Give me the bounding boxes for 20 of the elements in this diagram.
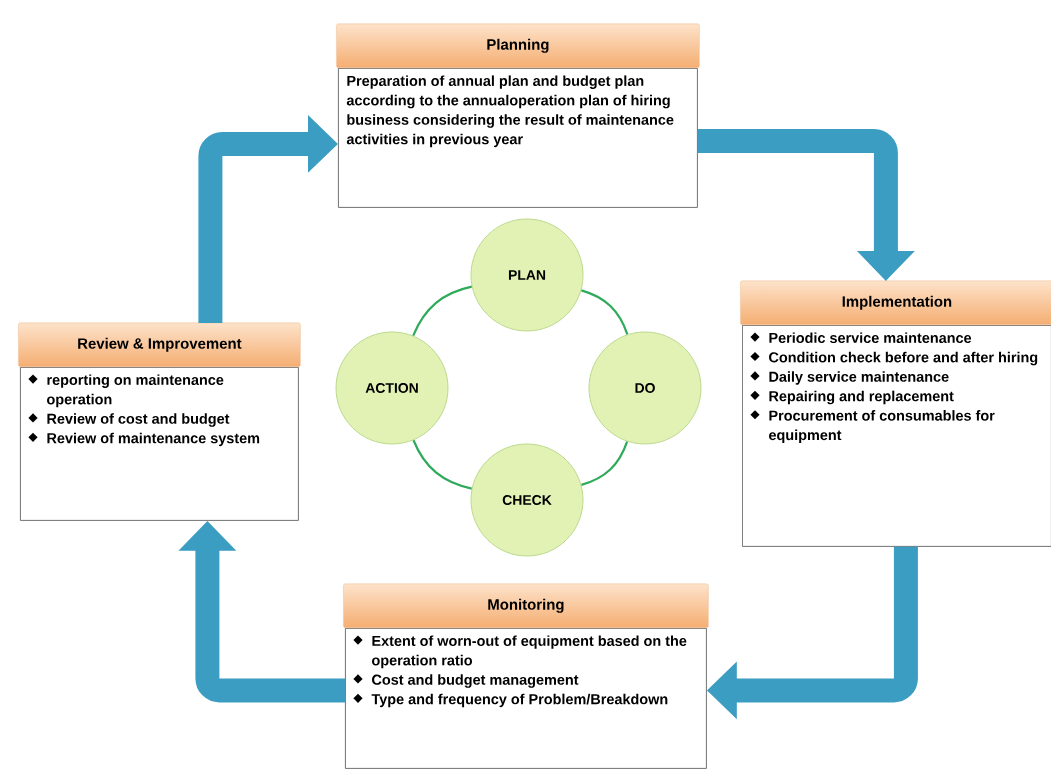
list-item: reporting on maintenance operation [28, 374, 224, 408]
header-bar: Implementation [740, 280, 1051, 325]
list-item: Daily service maintenance [750, 371, 949, 385]
list-item: Condition check before and after hiring [750, 351, 1038, 366]
connector-line [581, 289, 629, 335]
description-text: Preparation of annual plan and budget plan according to the annualoperation plan of hiring business considering the result of maintenance activities in previous year [346, 75, 674, 148]
connector-line [581, 441, 629, 486]
list-item: Type and frequency of Problem/Breakdown [353, 693, 668, 708]
header-bar: Review & Improvement [18, 322, 301, 367]
connector-line [412, 285, 472, 337]
list-item: Review of cost and budget [28, 413, 230, 427]
header-bar: Planning [336, 23, 700, 68]
list-item: Extent of worn-out of equipment based on the operation ratio [353, 635, 687, 669]
list-item: Repairing and replacement [750, 390, 954, 405]
list-item: Cost and budget management [353, 674, 579, 688]
list-item: Review of maintenance system [28, 432, 260, 447]
header-bar: Monitoring [343, 583, 709, 628]
list-item: Procurement of consumables for equipment [750, 410, 995, 443]
list-item: Periodic service maintenance [750, 332, 972, 343]
connector-line [412, 439, 472, 490]
